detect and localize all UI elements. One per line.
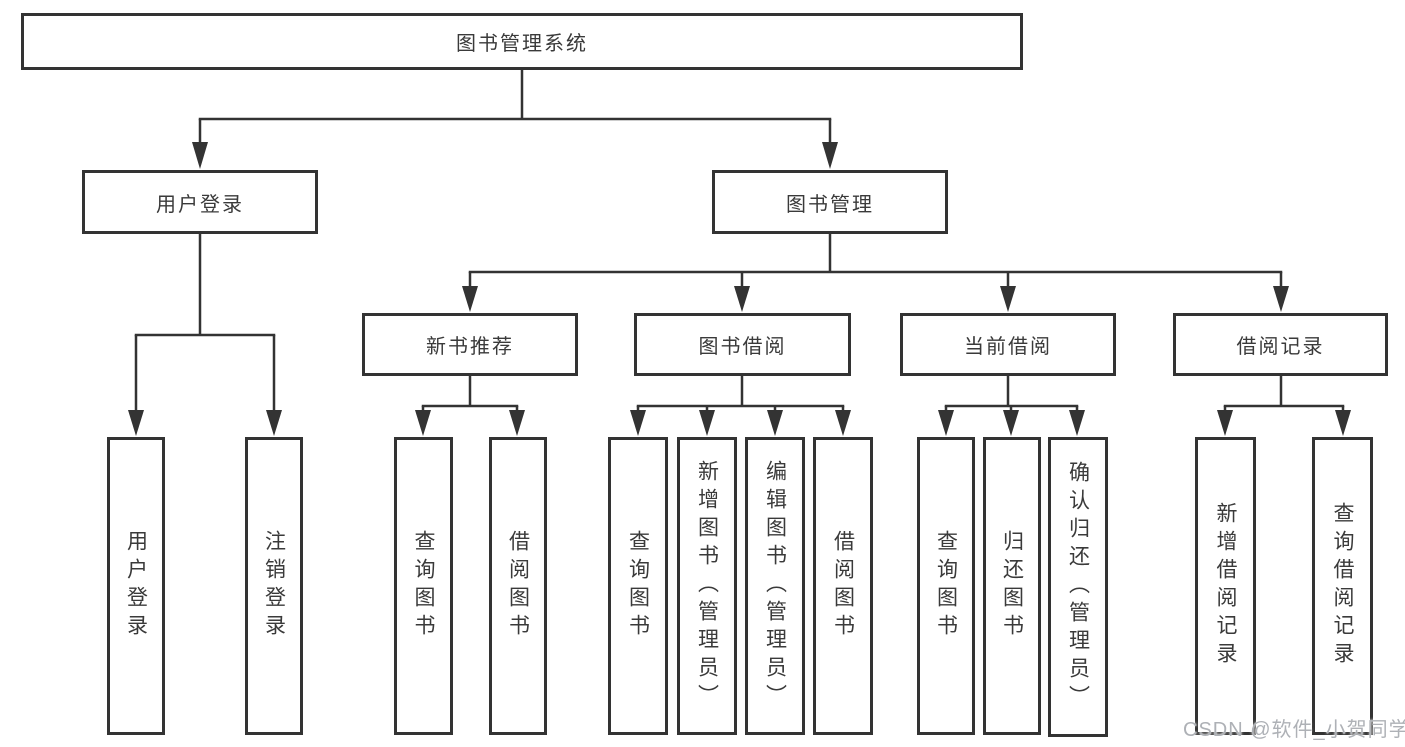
leaf-borrow-books-1: 借阅图书 (489, 437, 547, 735)
node-root-label: 图书管理系统 (456, 33, 588, 55)
node-user-login: 用户登录 (82, 170, 318, 234)
leaf-query-books-3-label: 查询图书 (934, 530, 958, 642)
leaf-return-book-label: 归还图书 (1000, 530, 1024, 642)
node-book-borrow: 图书借阅 (634, 313, 851, 376)
leaf-edit-book-admin-label: 编辑图书（管理员） (763, 460, 787, 712)
node-root: 图书管理系统 (21, 13, 1023, 70)
node-book-borrow-label: 图书借阅 (698, 336, 787, 358)
leaf-add-book-admin-label: 新增图书（管理员） (695, 460, 719, 712)
leaf-confirm-return-admin-label: 确认归还（管理员） (1066, 461, 1090, 713)
node-new-books: 新书推荐 (362, 313, 578, 376)
leaf-user-login: 用户登录 (107, 437, 165, 735)
leaf-borrow-books-2-label: 借阅图书 (831, 530, 855, 642)
leaf-logout-label: 注销登录 (262, 530, 286, 642)
leaf-user-login-label: 用户登录 (124, 530, 148, 642)
leaf-logout: 注销登录 (245, 437, 303, 735)
leaf-query-books-1: 查询图书 (394, 437, 453, 735)
node-borrow-records-label: 借阅记录 (1236, 336, 1325, 358)
leaf-confirm-return-admin: 确认归还（管理员） (1048, 437, 1108, 737)
watermark: CSDN @软件_小贺同学 (1183, 719, 1405, 741)
leaf-borrow-books-2: 借阅图书 (813, 437, 873, 735)
node-book-management: 图书管理 (712, 170, 948, 234)
leaf-query-books-1-label: 查询图书 (412, 530, 435, 642)
node-new-books-label: 新书推荐 (426, 336, 514, 358)
node-user-login-label: 用户登录 (156, 193, 244, 216)
leaf-query-borrow-record: 查询借阅记录 (1312, 437, 1373, 735)
node-book-management-label: 图书管理 (786, 193, 874, 216)
leaf-return-book: 归还图书 (983, 437, 1041, 735)
leaf-query-books-3: 查询图书 (917, 437, 975, 735)
leaf-edit-book-admin: 编辑图书（管理员） (745, 437, 805, 735)
leaf-add-borrow-record-label: 新增借阅记录 (1214, 502, 1237, 670)
node-current-borrow-label: 当前借阅 (964, 336, 1052, 358)
leaf-query-borrow-record-label: 查询借阅记录 (1331, 502, 1354, 670)
leaf-query-books-2-label: 查询图书 (626, 530, 650, 642)
node-borrow-records: 借阅记录 (1173, 313, 1388, 376)
node-current-borrow: 当前借阅 (900, 313, 1116, 376)
leaf-query-books-2: 查询图书 (608, 437, 668, 735)
leaf-borrow-books-1-label: 借阅图书 (506, 530, 530, 642)
leaf-add-book-admin: 新增图书（管理员） (677, 437, 737, 735)
leaf-add-borrow-record: 新增借阅记录 (1195, 437, 1256, 735)
